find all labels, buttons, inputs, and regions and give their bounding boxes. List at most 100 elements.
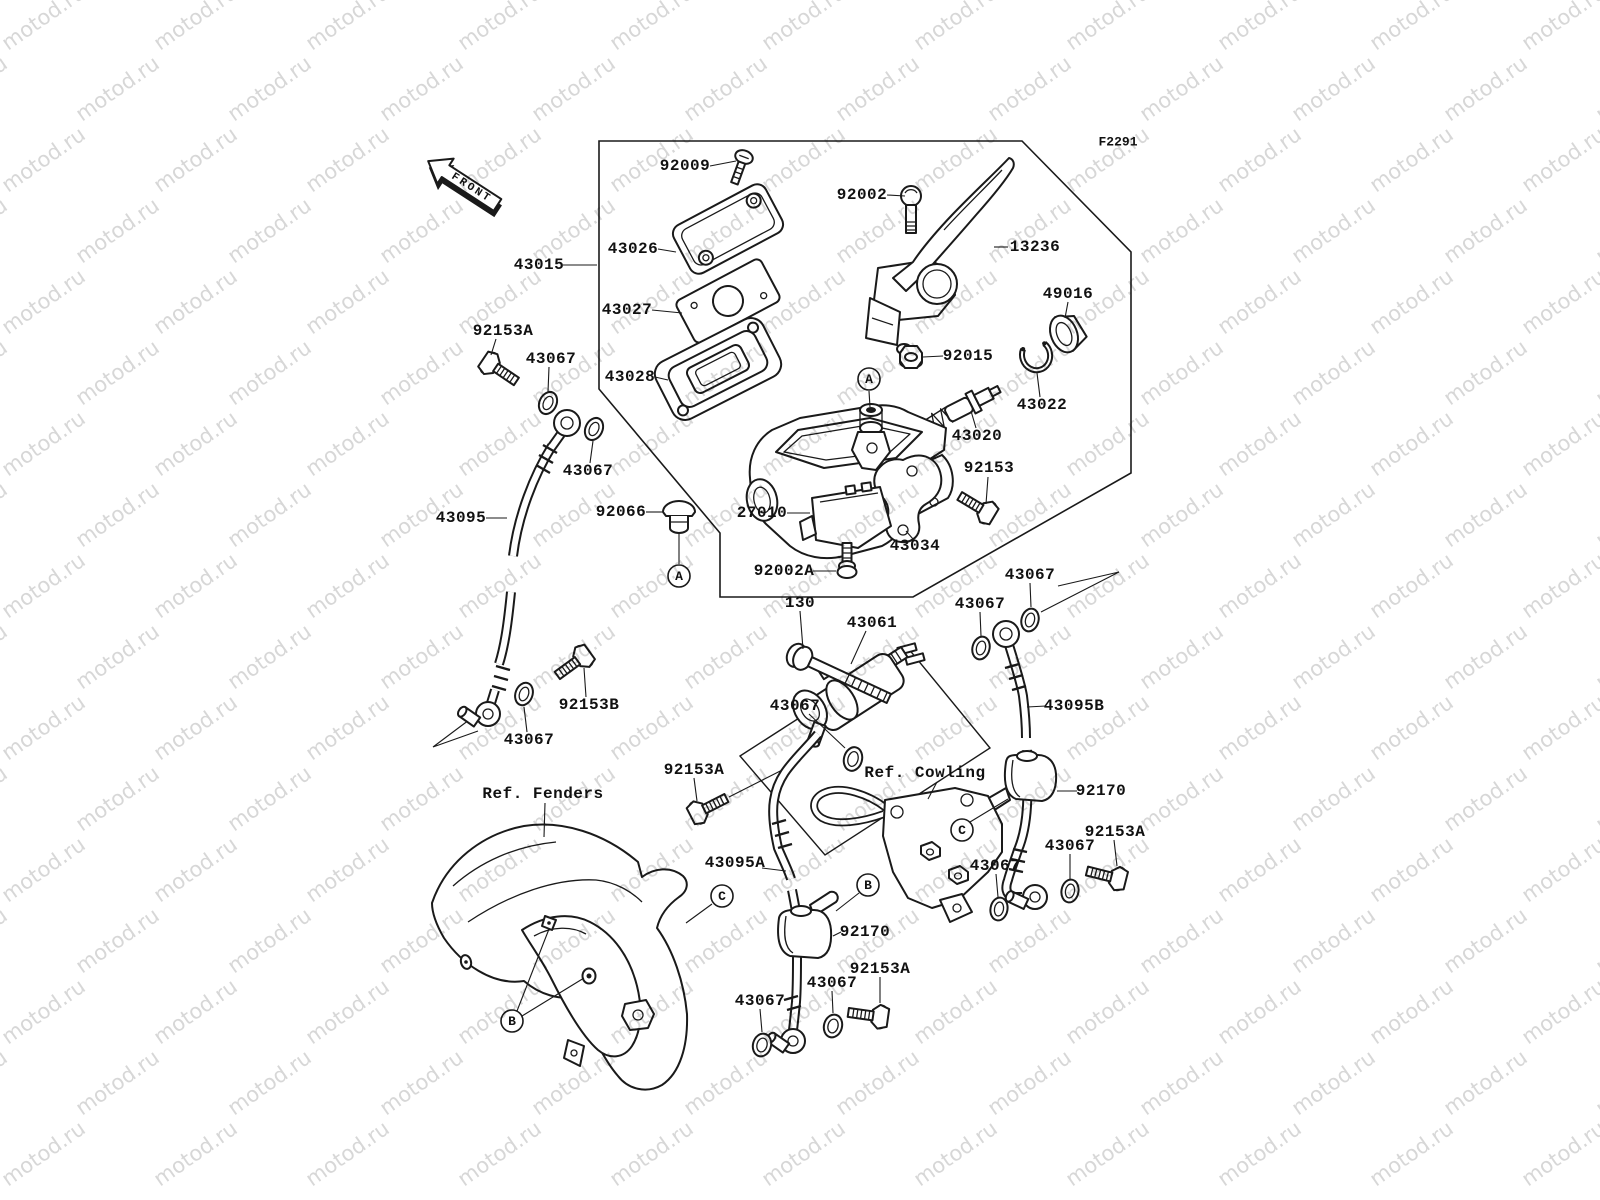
watermark-text: motod.ru bbox=[831, 51, 924, 126]
watermark-text: motod.ru bbox=[1517, 406, 1600, 481]
watermark-text: motod.ru bbox=[301, 548, 394, 623]
watermark-text: motod.ru bbox=[1213, 0, 1306, 55]
part-label: 43015 bbox=[514, 256, 565, 274]
leader-line bbox=[808, 713, 846, 749]
leader-line bbox=[693, 777, 698, 802]
part-label: 92015 bbox=[943, 347, 994, 365]
watermark-text: motod.ru bbox=[1591, 903, 1600, 978]
leader-line bbox=[543, 802, 546, 838]
part-label: 43067 bbox=[1045, 837, 1096, 855]
watermark-text: motod.ru bbox=[375, 51, 468, 126]
callout-letter: B bbox=[864, 878, 872, 893]
leader-line bbox=[761, 867, 787, 872]
part-label: 43067 bbox=[735, 992, 786, 1010]
watermark-text: motod.ru bbox=[1135, 335, 1228, 410]
watermark-text: motod.ru bbox=[223, 619, 316, 694]
watermark-text: motod.ru bbox=[1061, 406, 1154, 481]
part-label: 43067 bbox=[504, 731, 555, 749]
cap-43026 bbox=[671, 183, 785, 275]
leader-line bbox=[832, 931, 842, 937]
part-label: 92170 bbox=[1076, 782, 1127, 800]
leader-line bbox=[657, 248, 677, 253]
part-label: Ref. Cowling bbox=[864, 764, 985, 782]
watermark-text: motod.ru bbox=[1135, 761, 1228, 836]
watermark-text: motod.ru bbox=[527, 193, 620, 268]
watermark-text: motod.ru bbox=[0, 0, 90, 55]
circlip-43022 bbox=[1019, 341, 1054, 374]
part-label: 27010 bbox=[737, 504, 788, 522]
watermark-text: motod.ru bbox=[605, 0, 698, 55]
watermark-text: motod.ru bbox=[1061, 1116, 1154, 1191]
watermark-text: motod.ru bbox=[301, 832, 394, 907]
callout-circle bbox=[857, 367, 881, 391]
watermark-text: motod.ru bbox=[301, 690, 394, 765]
watermark-text: motod.ru bbox=[1213, 406, 1306, 481]
part-label: 43020 bbox=[952, 427, 1003, 445]
watermark-text: motod.ru bbox=[71, 903, 164, 978]
callout-letter: A bbox=[865, 372, 873, 387]
watermark-text: motod.ru bbox=[149, 0, 242, 55]
leader-line bbox=[835, 892, 860, 912]
watermark-text: motod.ru bbox=[605, 406, 698, 481]
watermark-text: motod.ru bbox=[909, 0, 1002, 55]
watermark-text: motod.ru bbox=[149, 1116, 242, 1191]
bolt-92153a-bottomcenter bbox=[845, 999, 891, 1031]
part-label: 43067 bbox=[1005, 566, 1056, 584]
watermark-text: motod.ru bbox=[1213, 264, 1306, 339]
leader-line bbox=[995, 873, 999, 898]
washer-43067-r2 bbox=[971, 635, 991, 661]
part-label: 43026 bbox=[608, 240, 659, 258]
watermark-text: motod.ru bbox=[0, 619, 12, 694]
watermark-text: motod.ru bbox=[1591, 761, 1600, 836]
part-label: 43027 bbox=[602, 301, 653, 319]
part-label: 92002A bbox=[754, 562, 815, 580]
leader-line bbox=[886, 194, 906, 197]
watermark-text: motod.ru bbox=[1591, 193, 1600, 268]
watermark-text: motod.ru bbox=[0, 1116, 90, 1191]
watermark-text: motod.ru bbox=[983, 1045, 1076, 1120]
watermark-text: motod.ru bbox=[223, 51, 316, 126]
seal-43028 bbox=[653, 317, 783, 421]
watermark-text: motod.ru bbox=[1439, 1045, 1532, 1120]
watermark-text: motod.ru bbox=[1061, 974, 1154, 1049]
leader-line bbox=[547, 366, 550, 393]
watermark-text: motod.ru bbox=[0, 406, 90, 481]
washer-43067-upper2 bbox=[583, 416, 605, 442]
callout-letter: A bbox=[675, 569, 683, 584]
hose-43095b bbox=[992, 620, 1048, 910]
part-label: 43067 bbox=[526, 350, 577, 368]
watermark-text: motod.ru bbox=[983, 51, 1076, 126]
watermark-text: motod.ru bbox=[149, 406, 242, 481]
watermark-text: motod.ru bbox=[1439, 903, 1532, 978]
bolt-92002 bbox=[900, 185, 922, 234]
washer-43067-bc1 bbox=[751, 1032, 773, 1058]
callout-circle bbox=[710, 884, 734, 908]
watermark-text: motod.ru bbox=[453, 1116, 546, 1191]
watermark-text: motod.ru bbox=[1213, 548, 1306, 623]
leader-line bbox=[1113, 839, 1118, 867]
bolt-92153a-upper bbox=[475, 348, 525, 393]
watermark-text: motod.ru bbox=[1213, 122, 1306, 197]
watermark-text: motod.ru bbox=[1439, 761, 1532, 836]
washer-43067-upper1 bbox=[537, 390, 559, 416]
callout-letter: B bbox=[508, 1014, 516, 1029]
watermark-text: motod.ru bbox=[1365, 690, 1458, 765]
part-label: 43034 bbox=[890, 537, 941, 555]
watermark-text: motod.ru bbox=[71, 619, 164, 694]
part-label: 43067 bbox=[563, 462, 614, 480]
watermark-text: motod.ru bbox=[1591, 619, 1600, 694]
watermark-text: motod.ru bbox=[527, 51, 620, 126]
part-label: 92002 bbox=[837, 186, 888, 204]
callout-letter: C bbox=[958, 823, 966, 838]
callout-circle bbox=[500, 1009, 524, 1033]
leader-line bbox=[868, 390, 871, 408]
figure-code: F2291 bbox=[1098, 135, 1137, 150]
watermark-text: motod.ru bbox=[223, 903, 316, 978]
watermark-text: motod.ru bbox=[375, 761, 468, 836]
watermark-text: motod.ru bbox=[71, 51, 164, 126]
screw-92009 bbox=[730, 149, 754, 186]
leader-lines bbox=[486, 160, 1118, 1033]
watermark-text: motod.ru bbox=[1365, 1116, 1458, 1191]
